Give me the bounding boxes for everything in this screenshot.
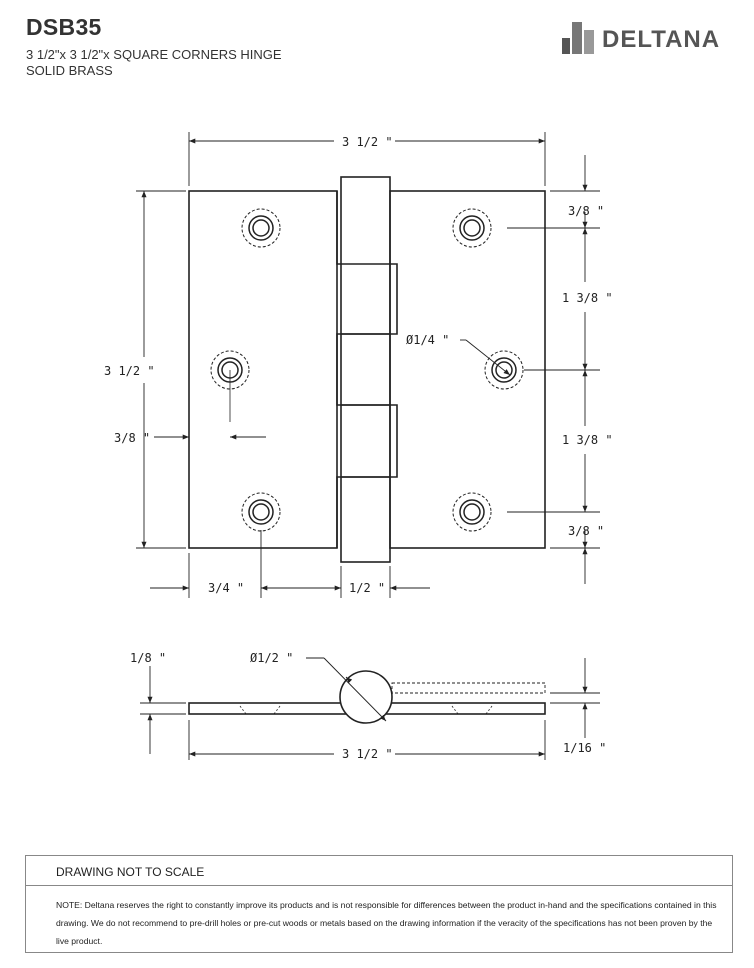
note-title: DRAWING NOT TO SCALE <box>26 856 732 886</box>
hinge-drawing: 3 1/2 " 3 1/2 " 3/8 " 1 3/8 " 1 3/8 " 3/… <box>104 132 613 761</box>
left-edge-label: 3/8 " <box>114 431 150 445</box>
knuckle-width-label: 1/2 " <box>349 581 385 595</box>
hole-spacing-upper-label: 1 3/8 " <box>562 291 613 305</box>
right-leaf <box>389 190 546 549</box>
screw-hole <box>241 208 281 248</box>
screw-hole <box>484 350 524 390</box>
leaf-thickness-label: 1/16 " <box>563 741 606 755</box>
deltana-logo-icon <box>562 22 594 54</box>
hinge-side-view <box>188 670 546 724</box>
pin-diameter-label: Ø1/2 " <box>250 651 293 665</box>
hinge-front-view <box>188 176 546 563</box>
side-width-label: 3 1/2 " <box>342 747 393 761</box>
top-edge-label: 3/8 " <box>568 204 604 218</box>
note-text: NOTE: Deltana reserves the right to cons… <box>56 900 717 946</box>
open-height-label: 1/8 " <box>130 651 166 665</box>
dimension-lines <box>136 132 600 598</box>
left-leaf <box>188 190 338 549</box>
screw-hole <box>452 208 492 248</box>
overall-width-label: 3 1/2 " <box>342 135 393 149</box>
note-box: DRAWING NOT TO SCALE NOTE: Deltana reser… <box>25 855 733 953</box>
product-description: 3 1/2"x 3 1/2"x SQUARE CORNERS HINGE <box>26 47 282 62</box>
deltana-logo: DELTANA <box>560 20 738 56</box>
screw-hole <box>241 492 281 532</box>
overall-height-label: 3 1/2 " <box>104 364 155 378</box>
knuckle <box>340 176 391 563</box>
side-dimension-lines <box>140 657 600 760</box>
hole-offset-label: 3/4 " <box>208 581 244 595</box>
knuckle-segment-1 <box>336 191 390 265</box>
product-material: SOLID BRASS <box>26 63 113 78</box>
open-leaf-outline <box>391 682 546 694</box>
hole-diameter-label: Ø1/4 " <box>406 333 449 347</box>
bottom-edge-label: 3/8 " <box>568 524 604 538</box>
hole-spacing-lower-label: 1 3/8 " <box>562 433 613 447</box>
screw-holes <box>210 208 524 532</box>
pin-barrel <box>339 670 393 724</box>
brand-name: DELTANA <box>602 26 721 53</box>
product-code: DSB35 <box>26 14 102 40</box>
screw-hole <box>452 492 492 532</box>
knuckle-segment-2 <box>336 263 398 548</box>
